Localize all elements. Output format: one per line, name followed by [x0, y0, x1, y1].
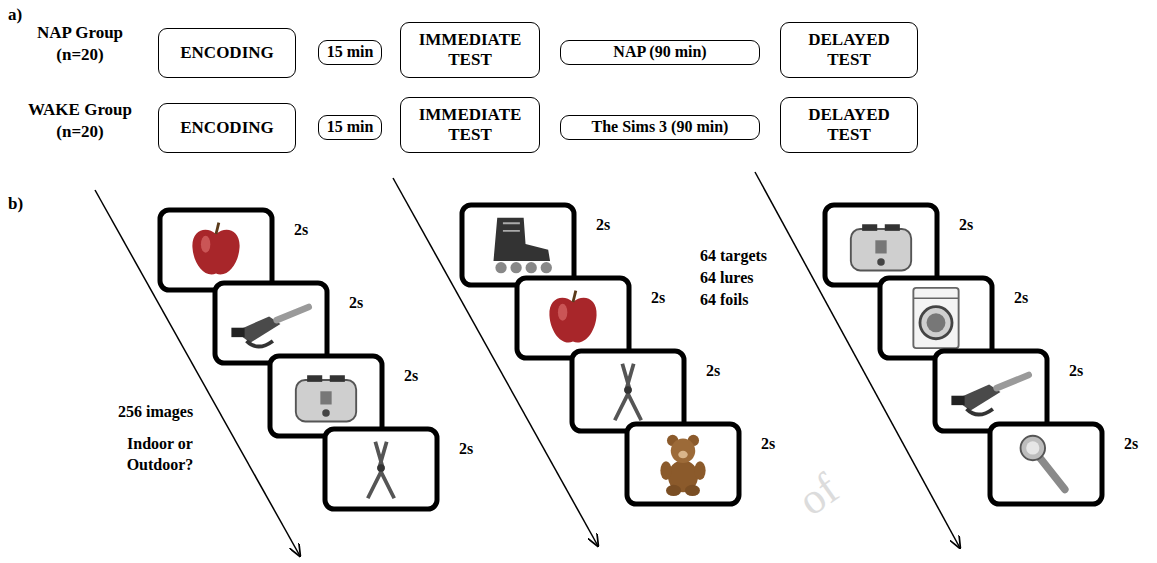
annotation-text: 2s — [1069, 361, 1083, 382]
image-card — [825, 205, 937, 285]
card-frame — [825, 205, 937, 285]
card-frame — [572, 351, 684, 431]
image-card — [215, 283, 327, 363]
annotation-text: 64 foils — [700, 290, 748, 311]
interval-box: The Sims 3 (90 min) — [560, 115, 760, 140]
card-frame — [935, 351, 1047, 431]
annotation-text: 2s — [596, 215, 610, 236]
annotation-text: 2s — [706, 361, 720, 382]
annotation-text: b) — [8, 193, 23, 215]
apple-picture — [192, 223, 239, 275]
image-card — [325, 429, 437, 509]
group-label: WAKE Group (n=20) — [24, 99, 136, 143]
annotation-text: 2s — [459, 439, 473, 460]
pliers-picture — [615, 364, 641, 421]
image-card — [160, 210, 272, 290]
box-label: IMMEDIATE TEST — [415, 105, 525, 144]
annotation-text: 2s — [294, 220, 308, 241]
annotation-text: 2s — [1014, 288, 1028, 309]
box-label: The Sims 3 (90 min) — [592, 118, 729, 136]
annotation-text: 2s — [959, 215, 973, 236]
card-frame — [215, 283, 327, 363]
image-card — [462, 205, 574, 285]
interval-box: NAP (90 min) — [560, 40, 760, 65]
annotation-text: 2s — [349, 293, 363, 314]
annotation-text: a) — [8, 4, 22, 26]
annotation-text: 2s — [651, 288, 665, 309]
annotation-text: 2s — [761, 434, 775, 455]
box-label: 15 min — [327, 118, 374, 136]
interval-box: 15 min — [318, 40, 382, 65]
annotation-text: 2s — [1124, 434, 1138, 455]
annotation-text: 64 targets — [700, 246, 767, 267]
apple-picture — [549, 291, 596, 343]
stage-box: IMMEDIATE TEST — [400, 22, 540, 78]
annotation-text: 256 images — [118, 402, 193, 423]
card-frame — [270, 356, 382, 436]
box-label: ENCODING — [180, 118, 274, 138]
stage-box: ENCODING — [158, 28, 296, 78]
teddy-picture — [660, 435, 705, 496]
interval-box: 15 min — [318, 115, 382, 140]
shower-picture — [1021, 436, 1065, 490]
toaster-picture — [851, 224, 911, 270]
image-card — [935, 351, 1047, 431]
image-card — [990, 424, 1102, 504]
box-label: DELAYED TEST — [794, 105, 904, 144]
stage-box: DELAYED TEST — [780, 97, 918, 153]
box-label: DELAYED TEST — [794, 30, 904, 69]
pliers-picture — [368, 442, 394, 499]
box-label: ENCODING — [180, 43, 274, 63]
stage-box: IMMEDIATE TEST — [400, 97, 540, 153]
annotation-text: 64 lures — [700, 268, 753, 289]
card-frame — [990, 424, 1102, 504]
nozzle-picture — [951, 375, 1028, 415]
group-label: NAP Group (n=20) — [24, 22, 136, 66]
card-frame — [325, 429, 437, 509]
image-card — [627, 424, 739, 504]
box-label: NAP (90 min) — [613, 43, 706, 61]
card-frame — [627, 424, 739, 504]
card-frame — [160, 210, 272, 290]
skate-picture — [493, 218, 551, 274]
washer-picture — [913, 288, 958, 348]
stage-box: ENCODING — [158, 103, 296, 153]
card-frame — [880, 278, 992, 358]
box-label: IMMEDIATE TEST — [415, 30, 525, 69]
toaster-picture — [296, 375, 356, 421]
stage-box: DELAYED TEST — [780, 22, 918, 78]
image-card — [270, 356, 382, 436]
image-card — [517, 278, 629, 358]
box-label: 15 min — [327, 43, 374, 61]
group-label: Indoor or Outdoor? — [117, 434, 203, 476]
nozzle-picture — [231, 307, 308, 347]
card-frame — [462, 205, 574, 285]
card-frame — [517, 278, 629, 358]
image-card — [880, 278, 992, 358]
annotation-text: 2s — [404, 366, 418, 387]
image-card — [572, 351, 684, 431]
watermark: of — [787, 461, 850, 529]
